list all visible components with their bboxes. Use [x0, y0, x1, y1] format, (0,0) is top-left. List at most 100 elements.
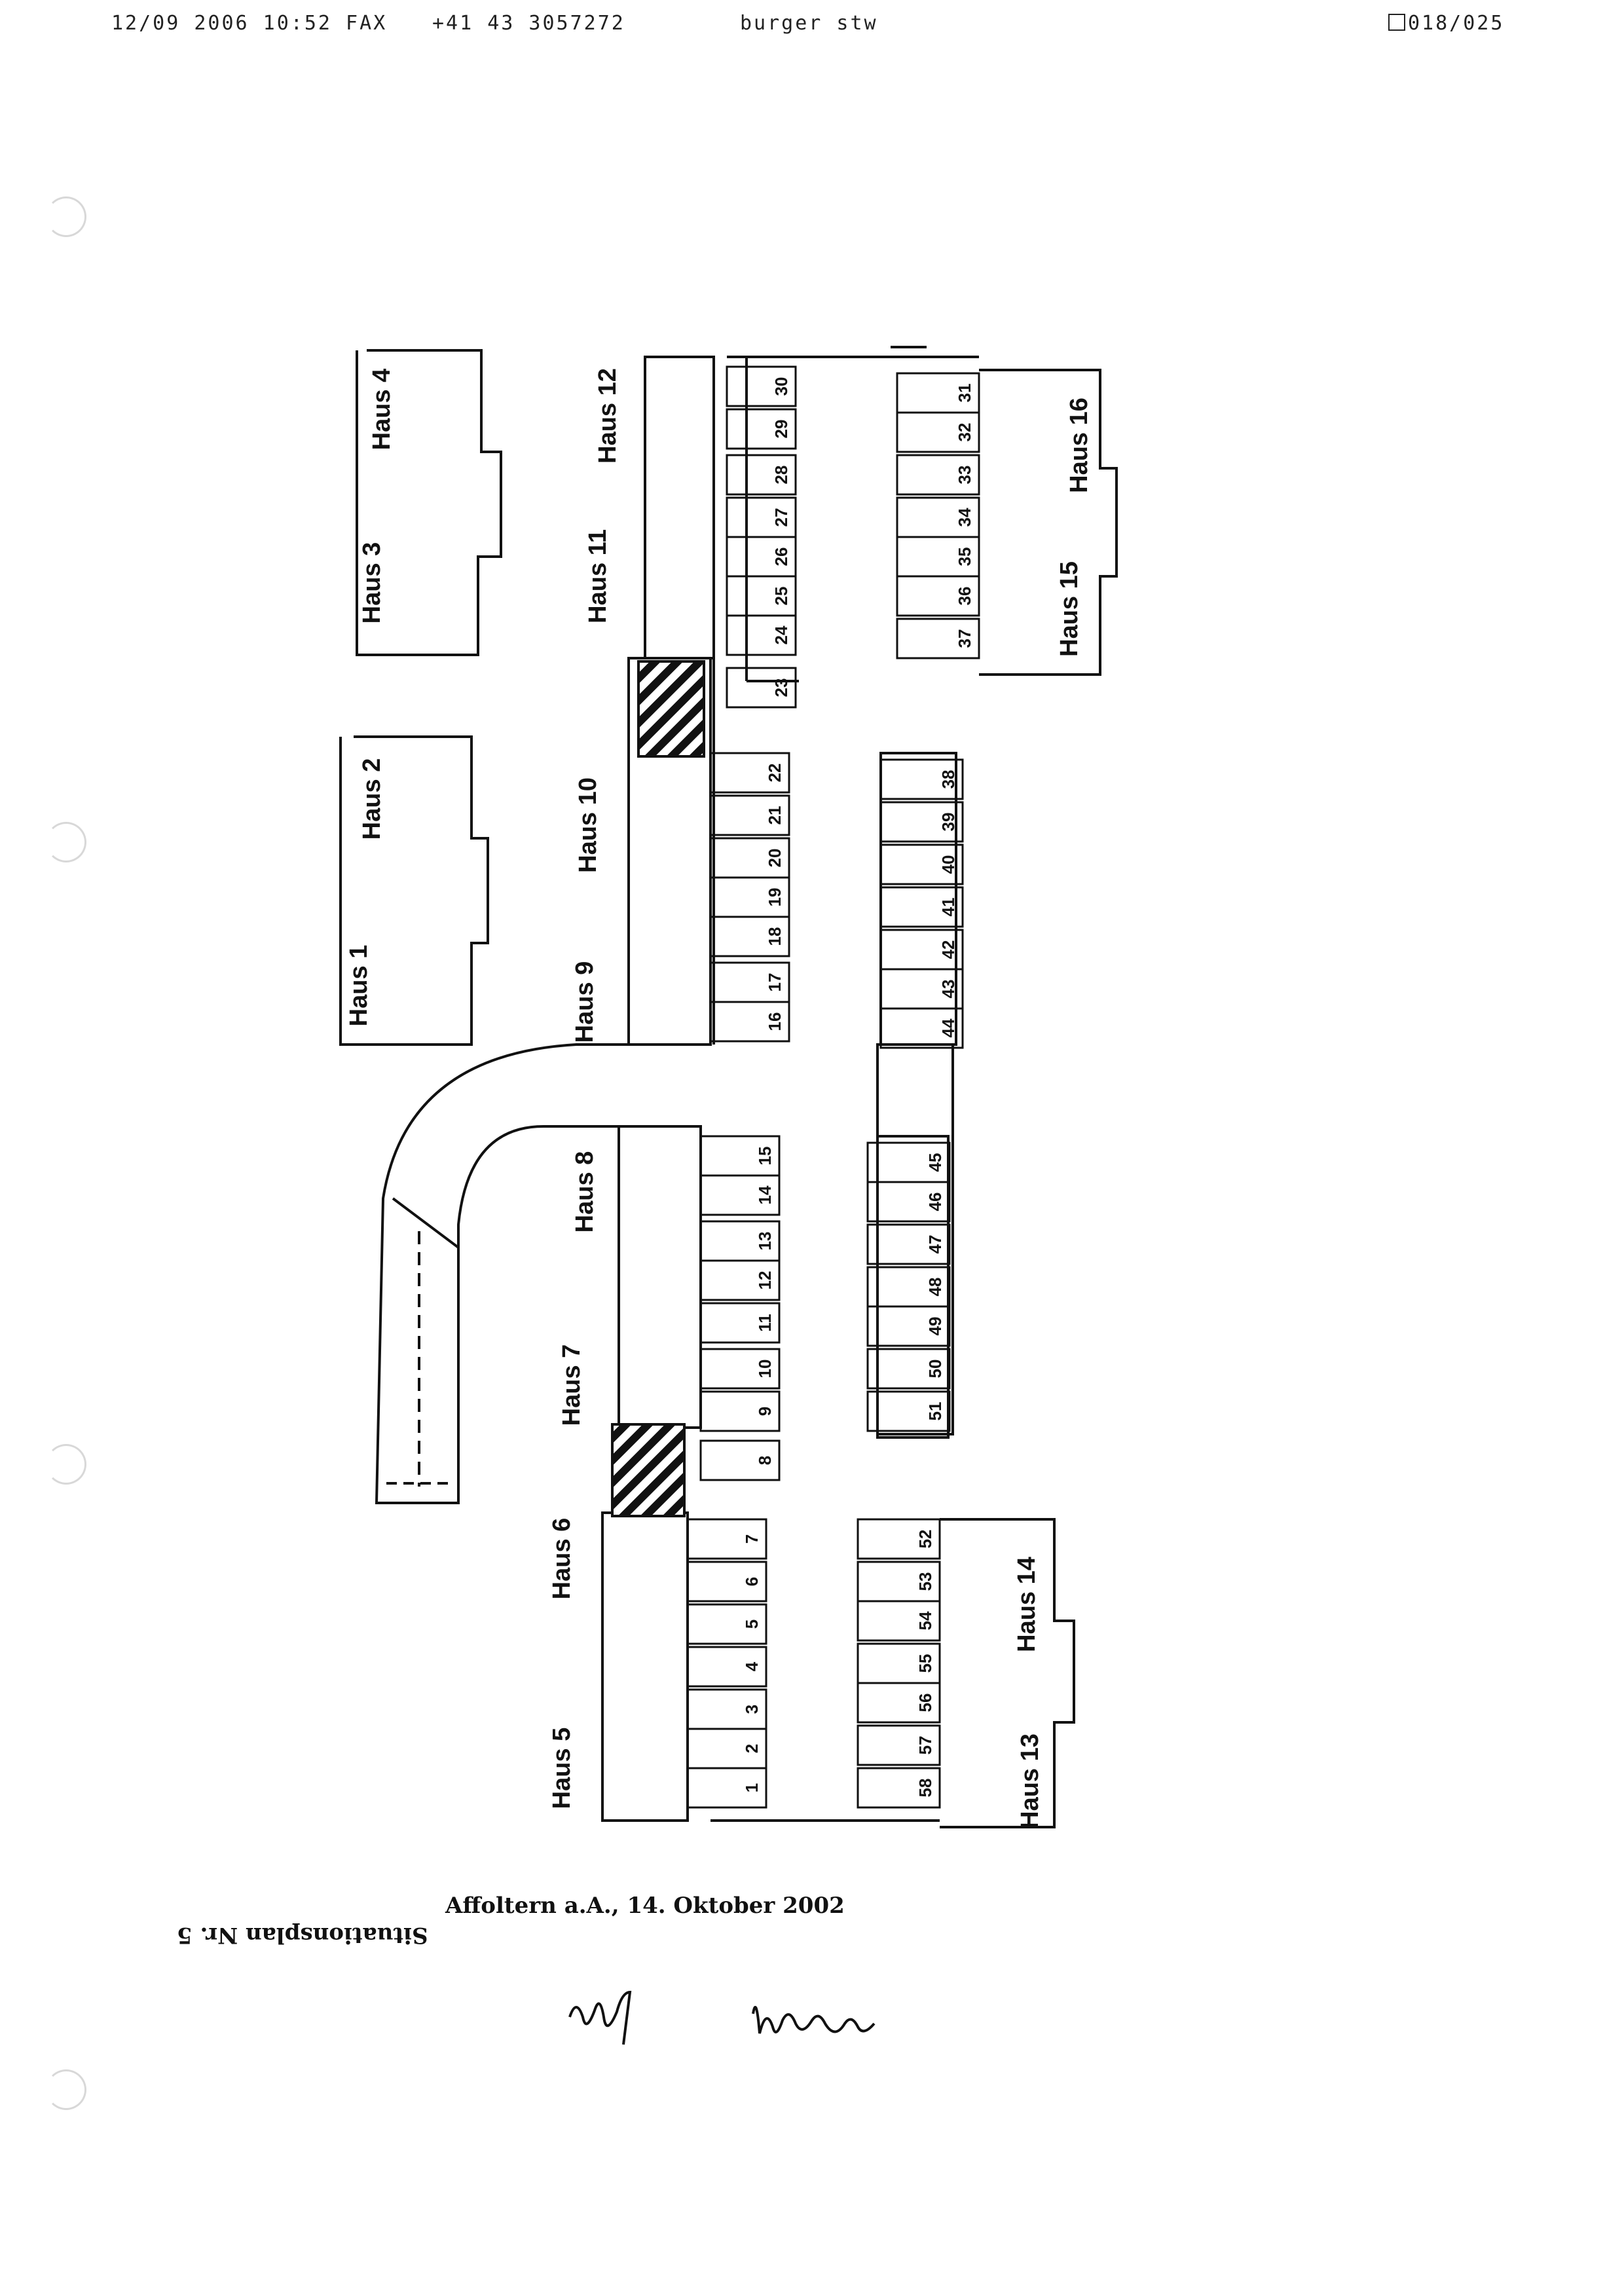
parking-space [866, 1390, 951, 1432]
parking-space [686, 1561, 767, 1602]
house-label: Haus 10 [574, 777, 602, 873]
parking-space-number: 4 [742, 1661, 762, 1671]
house-label: Haus 5 [548, 1728, 576, 1809]
house-label: Haus 14 [1013, 1557, 1041, 1652]
parking-space-number: 56 [915, 1694, 935, 1713]
parking-space [699, 1348, 781, 1390]
parking-space [726, 365, 797, 407]
parking-space-number: 48 [925, 1278, 945, 1297]
parking-space [879, 758, 964, 800]
parking-space [866, 1181, 951, 1223]
house-label: Haus 7 [558, 1344, 585, 1426]
parking-space-number: 33 [955, 466, 974, 485]
parking-space-number: 19 [765, 888, 784, 907]
building-haus-11-12 [644, 356, 715, 659]
parking-space-number: 20 [765, 849, 784, 868]
parking-space-number: 11 [755, 1314, 775, 1332]
building-haus-5-6 [601, 1511, 689, 1822]
parking-space-number: 43 [938, 980, 958, 999]
parking-space [879, 843, 964, 885]
parking-space-number: 49 [925, 1317, 945, 1336]
parking-space [879, 801, 964, 843]
parking-space-number: 29 [771, 420, 791, 439]
building-haus-15-16 [979, 369, 1118, 676]
parking-space-number: 10 [755, 1360, 775, 1379]
parking-space [686, 1646, 767, 1688]
parking-space-number: 25 [771, 587, 791, 606]
parking-space-number: 5 [742, 1620, 762, 1629]
parking-space-number: 35 [955, 547, 974, 566]
parking-space-number: 15 [755, 1147, 775, 1166]
punch-hole-mark [46, 2069, 86, 2110]
parking-space-number: 52 [915, 1530, 935, 1549]
parking-space-number: 14 [755, 1185, 775, 1204]
house-label: Haus 1 [345, 945, 373, 1027]
parking-space [866, 1348, 951, 1390]
parking-space [896, 454, 980, 496]
parking-space-number: 32 [955, 423, 974, 442]
parking-space-number: 38 [938, 770, 958, 789]
parking-space-number: 46 [925, 1193, 945, 1212]
parking-space [699, 1135, 781, 1177]
parking-space [699, 1302, 781, 1344]
parking-space-number: 36 [955, 587, 974, 606]
signatures [568, 1990, 876, 2045]
parking-space-number: 1 [742, 1783, 762, 1792]
building-haus-1-2 [339, 735, 489, 1046]
parking-space-number: 47 [925, 1235, 945, 1254]
parking-space-number: 42 [938, 940, 958, 959]
parking-space [699, 1390, 781, 1432]
parking-space [879, 1007, 964, 1049]
fax-page-number: 018/025 [1388, 12, 1504, 35]
signature-2 [752, 2006, 876, 2034]
house-label: Haus 3 [358, 542, 386, 624]
signature-1 [568, 1990, 632, 2045]
house-label: Haus 4 [368, 369, 396, 451]
parking-space-number: 23 [771, 678, 791, 697]
parking-space [726, 454, 797, 496]
parking-space-number: 22 [765, 764, 784, 783]
plan-title: Situationsplan Nr. 5 [177, 1922, 428, 1948]
parking-space-number: 28 [771, 466, 791, 485]
house-label: Haus 13 [1016, 1733, 1044, 1829]
parking-space-number: 58 [915, 1779, 935, 1798]
parking-space-number: 17 [765, 973, 784, 992]
house-label: Haus 16 [1065, 398, 1093, 493]
parking-space-number: 55 [915, 1654, 935, 1673]
place-date: Affoltern a.A., 14. Oktober 2002 [445, 1893, 845, 1919]
parking-space-number: 41 [938, 898, 958, 917]
punch-hole-mark [46, 1444, 86, 1485]
fax-icon [1388, 14, 1405, 31]
parking-space-number: 40 [938, 855, 958, 874]
parking-space [709, 961, 790, 1003]
parking-space-number: 31 [955, 384, 974, 403]
parking-space-number: 39 [938, 813, 958, 832]
fax-sender: burger stw [740, 12, 878, 35]
parking-space-number: 53 [915, 1572, 935, 1591]
parking-space-number: 57 [915, 1736, 935, 1755]
building-haus-3-4 [356, 349, 502, 656]
parking-space-number: 21 [765, 806, 784, 825]
parking-space [857, 1518, 941, 1560]
parking-space [709, 837, 790, 879]
parking-space-number: 9 [755, 1407, 775, 1416]
house-label: Haus 11 [584, 529, 612, 623]
parking-space [896, 411, 980, 453]
parking-space-number: 34 [955, 508, 974, 527]
parking-space [709, 752, 790, 794]
parking-space-number: 50 [925, 1360, 945, 1379]
parking-space [726, 408, 797, 450]
hatched-block-lower [611, 1423, 686, 1517]
parking-space [709, 794, 790, 836]
parking-space-number: 2 [742, 1744, 762, 1753]
punch-hole-mark [46, 822, 86, 862]
parking-space [857, 1724, 941, 1766]
parking-space [726, 496, 797, 538]
parking-space [879, 886, 964, 928]
parking-space [896, 575, 980, 617]
house-label: Haus 2 [358, 758, 386, 840]
parking-space [726, 667, 797, 709]
house-label: Haus 12 [594, 368, 621, 464]
parking-space [686, 1603, 767, 1645]
parking-space-number: 18 [765, 927, 784, 946]
